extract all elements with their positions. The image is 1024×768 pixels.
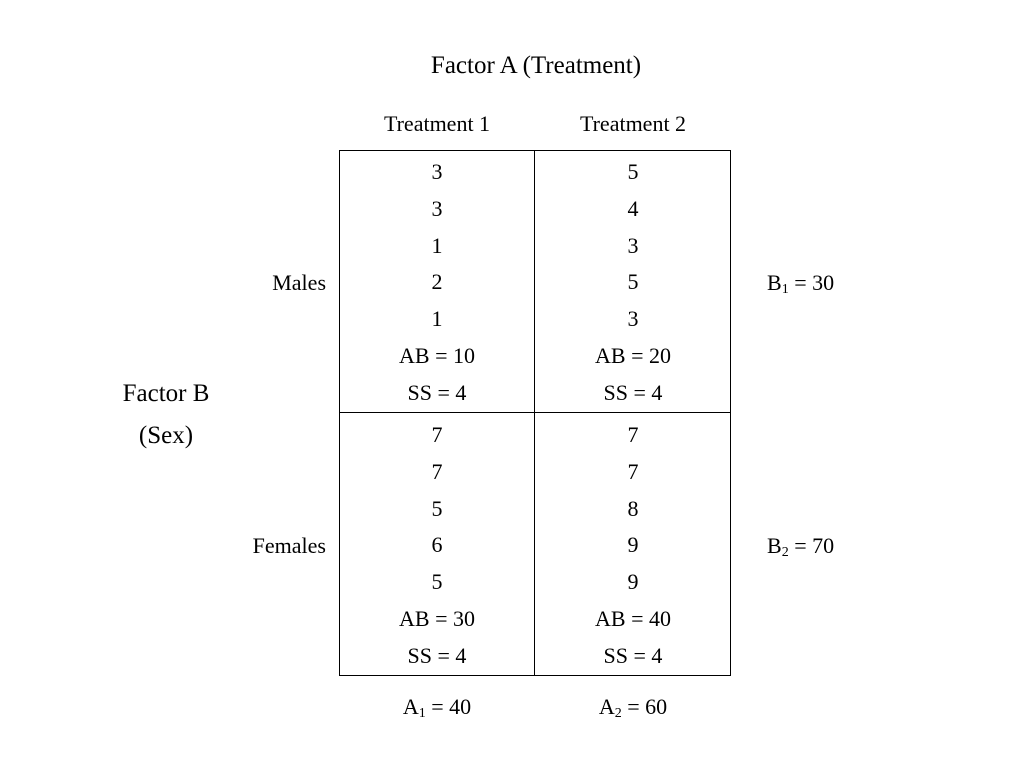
cell-males-treatment-2: 5 4 3 5 3 AB = 20 SS = 4 <box>535 154 731 412</box>
column-header-treatment-2: Treatment 2 <box>579 111 687 136</box>
score: 3 <box>431 195 443 221</box>
score: 7 <box>627 458 639 484</box>
factor-a-title: Factor A (Treatment) <box>430 52 642 79</box>
row-total-males: B1 = 30 <box>767 270 835 297</box>
row-total-letter: B <box>767 533 782 558</box>
score: 7 <box>627 422 639 447</box>
ss-value: SS = 4 <box>603 642 663 668</box>
column-total-treatment-1: A1 = 40 <box>402 694 472 721</box>
cell-females-treatment-1: 7 7 5 6 5 AB = 30 SS = 4 <box>339 417 535 675</box>
factor-b-label: Factor B (Sex) <box>123 373 210 457</box>
data-table-border <box>339 150 731 676</box>
factor-b-line-1: Factor B <box>122 380 210 407</box>
column-total-subscript: 2 <box>614 706 622 721</box>
score: 3 <box>627 306 639 332</box>
score: 9 <box>627 569 639 595</box>
table-column-divider <box>534 150 535 676</box>
column-total-letter: A <box>402 694 419 719</box>
score: 1 <box>431 232 443 258</box>
row-label-females: Females <box>252 533 326 558</box>
ab-total: AB = 40 <box>595 605 671 631</box>
ss-value: SS = 4 <box>407 642 467 668</box>
ab-total: AB = 20 <box>595 342 671 368</box>
score: 1 <box>431 306 443 332</box>
score: 3 <box>431 159 443 184</box>
table-row-divider <box>339 412 731 413</box>
score: 5 <box>627 159 639 184</box>
score: 8 <box>627 495 639 521</box>
score: 9 <box>627 532 639 558</box>
column-total-subscript: 1 <box>418 706 426 721</box>
row-total-value: = 70 <box>788 533 835 558</box>
score: 3 <box>627 232 639 258</box>
score: 5 <box>431 569 443 595</box>
row-total-subscript: 1 <box>781 282 789 297</box>
ab-total: AB = 30 <box>399 605 475 631</box>
column-header-treatment-1: Treatment 1 <box>383 111 491 136</box>
score: 5 <box>627 269 639 295</box>
row-total-letter: B <box>767 270 782 295</box>
ab-total: AB = 10 <box>399 342 475 368</box>
score: 2 <box>431 269 443 295</box>
column-total-value: = 60 <box>621 694 668 719</box>
score: 7 <box>431 422 443 447</box>
cell-females-treatment-2: 7 7 8 9 9 AB = 40 SS = 4 <box>535 417 731 675</box>
cell-males-treatment-1: 3 3 1 2 1 AB = 10 SS = 4 <box>339 154 535 412</box>
row-total-value: = 30 <box>788 270 835 295</box>
column-total-treatment-2: A2 = 60 <box>598 694 668 721</box>
ss-value: SS = 4 <box>603 379 663 405</box>
column-total-letter: A <box>598 694 615 719</box>
column-total-value: = 40 <box>425 694 472 719</box>
score: 6 <box>431 532 443 558</box>
ss-value: SS = 4 <box>407 379 467 405</box>
row-total-subscript: 2 <box>781 545 789 560</box>
score: 4 <box>627 195 639 221</box>
factor-b-line-2: (Sex) <box>138 422 194 449</box>
row-label-males: Males <box>272 270 326 295</box>
score: 7 <box>431 458 443 484</box>
score: 5 <box>431 495 443 521</box>
row-total-females: B2 = 70 <box>767 533 835 560</box>
